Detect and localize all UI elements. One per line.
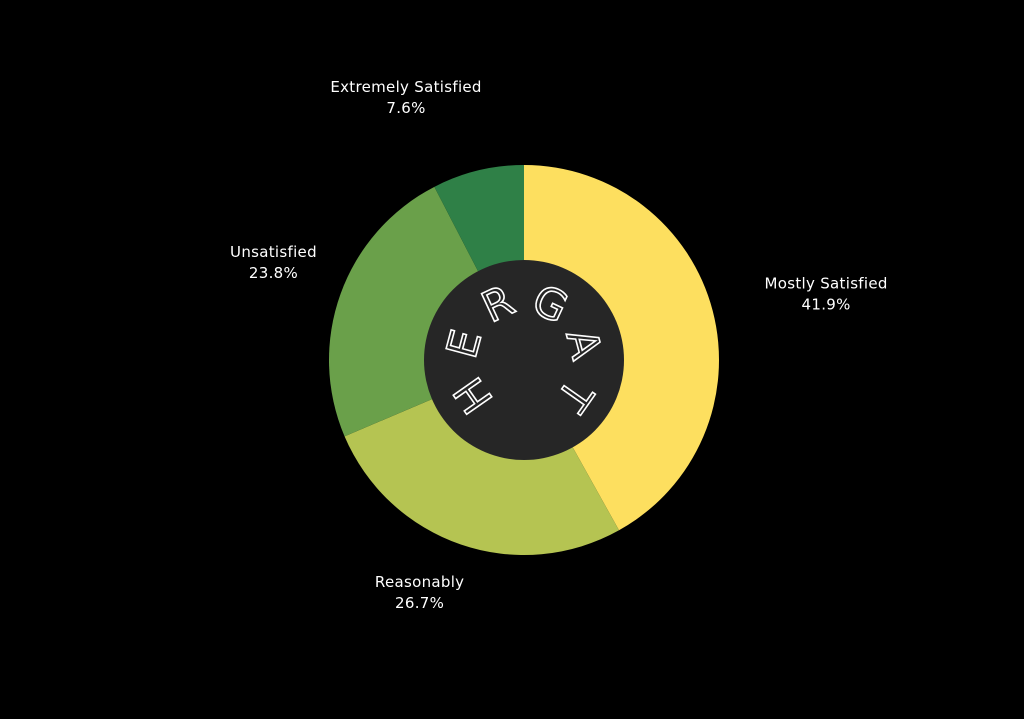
slice-label-unsatisfied: Unsatisfied 23.8%: [230, 243, 317, 282]
slice-label-value: 26.7%: [395, 594, 444, 612]
slice-label-value: 7.6%: [386, 99, 425, 117]
center-badge: [424, 260, 624, 460]
slice-label-extremely-satisfied: Extremely Satisfied 7.6%: [330, 78, 481, 117]
slice-label-name: Extremely Satisfied: [330, 78, 481, 96]
slice-label-name: Reasonably: [375, 573, 464, 591]
slice-labels-group: Mostly Satisfied 41.9% Reasonably 26.7% Unsa…: [230, 78, 888, 612]
slice-label-reasonably: Reasonably 26.7%: [375, 573, 464, 612]
slice-label-value: 41.9%: [802, 295, 851, 313]
slice-label-mostly-satisfied: Mostly Satisfied 41.9%: [765, 274, 888, 313]
slice-label-value: 23.8%: [249, 264, 298, 282]
slice-label-name: Unsatisfied: [230, 243, 317, 261]
slice-label-name: Mostly Satisfied: [765, 274, 888, 292]
